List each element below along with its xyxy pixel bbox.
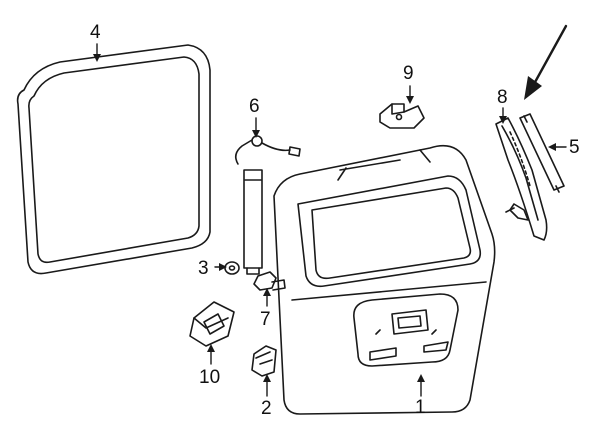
callout-6: 6 bbox=[249, 96, 260, 117]
callout-2: 2 bbox=[261, 398, 272, 419]
callout-1: 1 bbox=[415, 397, 426, 418]
callout-8: 8 bbox=[497, 87, 508, 108]
pointer-arrow bbox=[524, 24, 568, 100]
part-6-lift-strut bbox=[234, 135, 301, 275]
leader-lines bbox=[96, 43, 567, 397]
part-8-spoiler bbox=[495, 117, 548, 241]
part-1-liftgate bbox=[273, 144, 496, 415]
part-10-bracket bbox=[189, 301, 235, 347]
callout-4: 4 bbox=[90, 22, 101, 43]
part-5-rod bbox=[519, 113, 565, 193]
callout-9: 9 bbox=[403, 63, 414, 84]
callout-7: 7 bbox=[260, 309, 271, 330]
arrowheads bbox=[93, 54, 556, 382]
part-9-hinge bbox=[379, 103, 425, 129]
callout-5: 5 bbox=[569, 137, 580, 158]
part-3-washer bbox=[224, 261, 240, 275]
callout-10: 10 bbox=[199, 367, 221, 388]
part-4-glass-seal bbox=[16, 44, 211, 275]
part-2-latch bbox=[251, 345, 277, 377]
callout-3: 3 bbox=[198, 258, 209, 279]
